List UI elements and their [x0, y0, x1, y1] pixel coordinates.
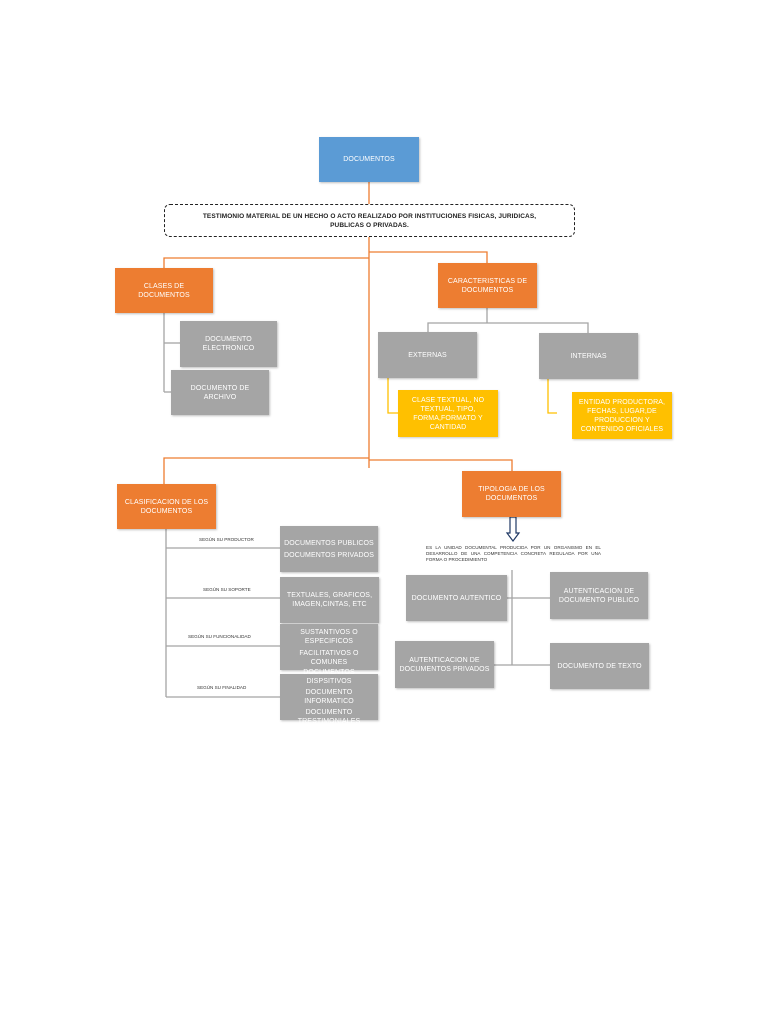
- detail-connectors: [387, 378, 557, 414]
- criterion-values-soporte: TEXTUALES, GRAFICOS, IMAGEN,CINTAS, ETC: [280, 577, 379, 623]
- clases-connectors: [163, 313, 180, 393]
- internas-label: INTERNAS: [570, 352, 607, 360]
- tipologia-item-autenticacion-publico: AUTENTICACION DE DOCUMENTO PUBLICO: [550, 572, 648, 619]
- internas-detail: ENTIDAD PRODUCTORA, FECHAS, LUGAR,DE PRO…: [572, 392, 672, 439]
- tipologia-item-label: DOCUMENTO AUTENTICO: [411, 594, 502, 602]
- tipologia-note: ES LA UNIDAD DOCUMENTAL PRODUCIDA POR UN…: [426, 545, 601, 562]
- definition-box: TESTIMONIO MATERIAL DE UN HECHO O ACTO R…: [164, 204, 575, 237]
- criterion-label-soporte: SEGÚN SU SOPORTE: [203, 587, 251, 592]
- criterion-label-finalidad: SEGÚN SU FINALIDAD: [197, 685, 247, 690]
- criterion-value: DOCUMENTOS DISPSITIVOS: [303, 669, 355, 685]
- tipologia-connectors: [494, 570, 550, 666]
- criterion-value: DOCUMENTO INFORMATICO: [304, 689, 354, 705]
- clasificacion-label: CLASIFICACION DE LOS DOCUMENTOS: [124, 498, 209, 515]
- clases-node: CLASES DE DOCUMENTOS: [115, 268, 213, 313]
- clasificacion-node: CLASIFICACION DE LOS DOCUMENTOS: [117, 484, 216, 529]
- main-trunk: [163, 182, 513, 484]
- criterion-values-funcionalidad: SUSTANTIVOS O ESPECIFICOS FACILITATIVOS …: [280, 624, 378, 670]
- tipologia-item-label: AUTENTICACION DE DOCUMENTOS PRIVADOS: [399, 656, 490, 673]
- externas-detail-text: CLASE TEXTUAL, NO TEXTUAL, TIPO, FORMA,F…: [411, 396, 485, 431]
- criterion-values-productor: DOCUMENTOS PUBLICOS DOCUMENTOS PRIVADOS: [280, 526, 378, 572]
- criterion-value: DOCUMENTOS PUBLICOS: [284, 539, 374, 547]
- clases-item-label: DOCUMENTO DE ARCHIVO: [190, 384, 250, 401]
- tipologia-label: TIPOLOGIA DE LOS DOCUMENTOS: [478, 486, 545, 502]
- down-arrow-icon: [505, 516, 521, 542]
- tipologia-item-autentico: DOCUMENTO AUTENTICO: [406, 575, 507, 621]
- internas-node: INTERNAS: [539, 333, 638, 379]
- criterion-value: DOCUMENTOS PRIVADOS: [284, 551, 374, 559]
- internas-detail-text: ENTIDAD PRODUCTORA, FECHAS, LUGAR,DE PRO…: [578, 398, 666, 433]
- root-label: DOCUMENTOS: [343, 156, 395, 163]
- externas-label: EXTERNAS: [408, 351, 447, 359]
- tipologia-item-label: DOCUMENTO DE TEXTO: [557, 662, 642, 670]
- clasificacion-connectors: [165, 529, 280, 698]
- caracteristicas-label: CARACTERISTICAS DE DOCUMENTOS: [447, 277, 528, 294]
- root-node: DOCUMENTOS: [319, 137, 419, 182]
- criterion-value: DOCUMENTO TRESTIMONIALES: [297, 709, 361, 725]
- externas-node: EXTERNAS: [378, 332, 477, 378]
- tipologia-item-autenticacion-privados: AUTENTICACION DE DOCUMENTOS PRIVADOS: [395, 641, 494, 688]
- definition-text: TESTIMONIO MATERIAL DE UN HECHO O ACTO R…: [202, 212, 537, 229]
- criterion-value: IMAGEN,CINTAS, ETC: [292, 601, 367, 608]
- criterion-label-funcionalidad: SEGÚN SU FUNCIONALIDAD: [188, 634, 251, 639]
- clases-label: CLASES DE DOCUMENTOS: [138, 282, 190, 299]
- criterion-value: TEXTUALES, GRAFICOS,: [286, 592, 373, 599]
- clases-item-electronico: DOCUMENTO ELECTRONICO: [180, 321, 277, 367]
- criterion-label-productor: SEGÚN SU PRODUCTOR: [199, 537, 254, 542]
- tipologia-item-texto: DOCUMENTO DE TEXTO: [550, 643, 649, 689]
- criterion-value: FACILITATIVOS O COMUNES: [299, 649, 359, 666]
- externas-detail: CLASE TEXTUAL, NO TEXTUAL, TIPO, FORMA,F…: [398, 390, 498, 437]
- caracteristicas-node: CARACTERISTICAS DE DOCUMENTOS: [438, 263, 537, 308]
- tipologia-node: TIPOLOGIA DE LOS DOCUMENTOS: [462, 471, 561, 517]
- criterion-value: SUSTANTIVOS O ESPECIFICOS: [300, 628, 358, 645]
- tipologia-item-label: AUTENTICACION DE DOCUMENTO PUBLICO: [558, 587, 640, 604]
- criterion-values-finalidad: DOCUMENTOS DISPSITIVOS DOCUMENTO INFORMA…: [280, 669, 378, 725]
- caracteristicas-connectors: [427, 308, 589, 334]
- clases-item-label: DOCUMENTO ELECTRONICO: [202, 336, 255, 352]
- clases-item-archivo: DOCUMENTO DE ARCHIVO: [171, 370, 269, 415]
